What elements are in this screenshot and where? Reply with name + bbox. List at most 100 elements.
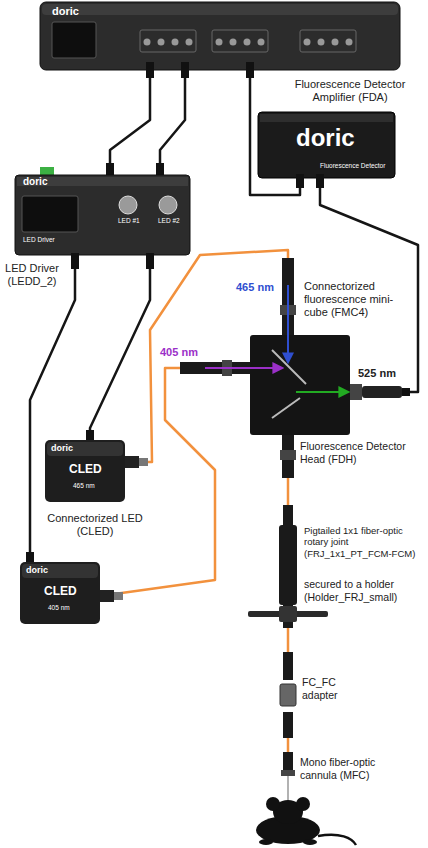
fiber-ferrule — [114, 592, 123, 600]
brand-logo: doric — [26, 565, 48, 576]
cable-plug — [316, 174, 324, 188]
wavelength-label: 405 nm — [48, 604, 70, 612]
bnc-port — [244, 39, 251, 46]
fiber-connector — [283, 712, 293, 738]
bnc-port — [186, 39, 193, 46]
bnc-port — [144, 39, 151, 46]
electric-cable — [110, 70, 150, 175]
cable-plug — [296, 174, 304, 188]
led-driver: doricLED DriverLED #1LED #2LED Driver (L… — [15, 175, 190, 255]
bnc-port — [230, 39, 237, 46]
cannula-fiber — [287, 776, 289, 803]
joint-cap — [283, 505, 293, 525]
brand-logo: doric — [23, 176, 47, 188]
bnc-port — [346, 39, 353, 46]
fiber-ferrule — [139, 458, 148, 466]
wavelength-label: 465 nm — [236, 281, 274, 294]
bnc-port — [172, 39, 179, 46]
device-label: Fluorescence Detector — [320, 162, 385, 170]
port-panel — [140, 30, 196, 52]
bnc-port — [216, 39, 223, 46]
cled-body — [45, 440, 125, 502]
photometry-console: doric — [40, 2, 400, 70]
fiber-connector — [125, 456, 139, 468]
led-knob — [159, 196, 177, 214]
led-knob — [119, 196, 137, 214]
part-caption: LED Driver (LEDD_2) — [0, 262, 64, 288]
brand-logo: doric — [296, 124, 355, 153]
cled-top — [22, 564, 98, 578]
cable-plug — [181, 62, 189, 78]
cled-top — [47, 442, 123, 456]
connectorized-led: doricCLED 465 nm — [45, 440, 125, 502]
brand-logo: doric — [51, 443, 73, 454]
cube-body — [250, 335, 350, 435]
cable-plug — [402, 388, 410, 396]
part-caption: FC_FC adapter — [302, 676, 350, 701]
detector-head-body — [362, 386, 402, 398]
wavelength-label: 525 nm — [358, 367, 396, 380]
mouse-tail — [318, 835, 356, 845]
fluorescence-minicube: Connectorized fluorescence mini-cube (FM… — [250, 335, 350, 435]
light-path-arrow — [287, 285, 289, 362]
port-panel — [300, 30, 356, 52]
light-path-arrow — [205, 367, 282, 369]
rotary-joint: Pigtailed 1x1 fiber-optic rotary joint (… — [276, 505, 300, 628]
driver-screen — [22, 196, 78, 232]
connector-ring — [280, 450, 296, 460]
bnc-port — [258, 39, 265, 46]
port-panel — [212, 30, 268, 52]
fiber-cannula: Mono fiber-optic cannula (MFC) — [282, 752, 294, 806]
brand-logo: doric — [52, 5, 79, 18]
adapter-body — [280, 684, 296, 706]
bnc-port — [304, 39, 311, 46]
amplifier-body — [258, 112, 395, 178]
fiber-connector — [283, 652, 293, 680]
channel-label: LED #1 — [118, 217, 140, 225]
mouse-ear — [296, 797, 310, 811]
console-body — [40, 2, 400, 70]
mouse-ear — [266, 797, 280, 811]
holder-clamp — [279, 606, 297, 622]
light-path-arrow — [296, 391, 348, 393]
part-caption: Connectorized LED (CLED) — [40, 512, 150, 538]
amplifier-top — [260, 114, 393, 122]
console-top — [42, 4, 398, 15]
part-caption: secured to a holder (Holder_FRJ_small) — [304, 578, 424, 603]
part-caption: Pigtailed 1x1 fiber-optic rotary joint (… — [304, 525, 424, 559]
cable-plug — [146, 62, 154, 78]
cannula-ferrule — [281, 770, 295, 776]
channel-label: LED #2 — [158, 217, 180, 225]
connectorized-led: doricCLED 405 nm — [20, 562, 100, 624]
mouse-foot — [259, 839, 273, 845]
detector-amplifier: Fluorescence Detector Amplifier (FDA)dor… — [258, 112, 395, 178]
electric-cable — [90, 255, 150, 440]
rotary-joint-body — [279, 525, 297, 605]
wavelength-label: 465 nm — [73, 482, 95, 490]
fiber-connector — [100, 590, 114, 602]
bnc-port — [158, 39, 165, 46]
device-name: CLED — [44, 584, 77, 598]
console-screen — [52, 22, 96, 58]
cable-plug — [146, 253, 154, 269]
cable-plug — [246, 62, 254, 78]
detector-ring — [350, 384, 362, 400]
part-caption: Mono fiber-optic cannula (MFC) — [300, 756, 395, 781]
part-caption: Connectorized fluorescence mini-cube (FM… — [304, 280, 410, 320]
electric-cable — [160, 70, 185, 175]
device-label: LED Driver — [23, 236, 55, 244]
cled-body — [20, 562, 100, 624]
cable-plug — [71, 253, 79, 269]
dichroic-mirror — [272, 398, 300, 418]
bnc-port — [318, 39, 325, 46]
detector-head: Fluorescence Detector Head (FDH) — [350, 384, 410, 400]
wavelength-label: 405 nm — [160, 346, 198, 359]
part-caption: Fluorescence Detector Head (FDH) — [300, 440, 408, 465]
mouse-foot — [303, 839, 317, 845]
bnc-port — [332, 39, 339, 46]
driver-body — [15, 175, 190, 255]
part-caption: Fluorescence Detector Amplifier (FDA) — [280, 78, 420, 104]
power-connector — [40, 167, 54, 175]
device-name: CLED — [69, 462, 102, 476]
